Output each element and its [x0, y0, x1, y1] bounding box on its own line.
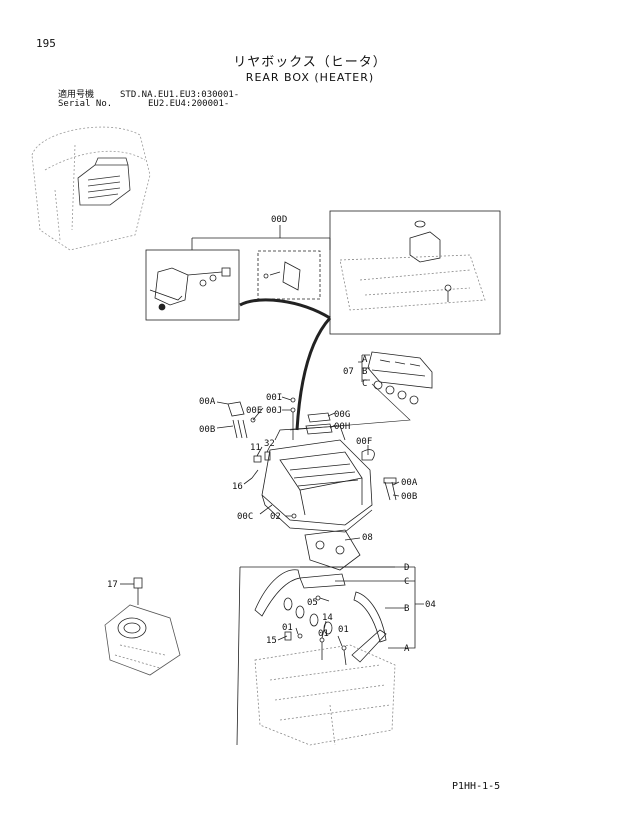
lower-frame-reference: [254, 644, 396, 746]
serial-label-en: Serial No.: [58, 99, 113, 109]
callout-08: 08: [362, 533, 373, 543]
bracket-detail-left: [149, 267, 231, 311]
callout-01-c: 01: [338, 625, 349, 635]
part-02: [291, 513, 297, 519]
part-00F: [361, 449, 375, 461]
detail-box-left: [145, 249, 240, 321]
callout-00B-right: 00B: [401, 492, 417, 502]
component-17-illustration: [104, 577, 181, 676]
callout-11: 11: [250, 443, 261, 453]
duct-04D: [254, 569, 301, 617]
parts-11-32-16: [251, 451, 271, 479]
rear-box-main: [261, 425, 373, 533]
callout-00I: 00I: [266, 393, 282, 403]
callout-02: 02: [270, 512, 281, 522]
callout-04: 04: [425, 600, 436, 610]
leader-00D: [191, 225, 331, 250]
detail-box-center: [257, 250, 321, 300]
clip-detail-center: [263, 261, 301, 291]
bracket-08: [304, 529, 361, 571]
serial-value-1: STD.NA.EU1.EU3:030001-: [120, 90, 240, 100]
clamps-01-05-14-15: [283, 595, 347, 666]
callout-00E: 00E: [246, 406, 262, 416]
callout-00J: 00J: [266, 406, 282, 416]
detail-box-right: [329, 210, 501, 335]
title-english: REAR BOX (HEATER): [245, 71, 375, 84]
callout-leaders: [216, 396, 400, 647]
callout-00D: 00D: [271, 215, 287, 225]
callout-07A: A: [362, 355, 368, 365]
callout-00A-right: 00A: [401, 478, 418, 488]
leader-07: [358, 354, 370, 382]
title-japanese: リヤボックス（ヒータ）: [233, 55, 387, 70]
serial-value-2: EU2.EU4:200001-: [148, 99, 230, 109]
callout-04C: C: [404, 577, 409, 587]
harness-lower: [295, 316, 332, 431]
serial-label-jp: 適用号機: [58, 90, 95, 100]
callout-01-a: 01: [282, 623, 293, 633]
callout-07: 07: [343, 367, 354, 377]
parts-00I-00J: [290, 397, 296, 440]
callout-00A-left: 00A: [199, 397, 216, 407]
bracket-detail-right: [339, 220, 486, 311]
callout-00H: 00H: [334, 422, 350, 432]
callout-01-b: 01: [318, 629, 329, 639]
machine-rearbox-highlight: [77, 157, 131, 206]
parts-00G-00H: [305, 412, 333, 435]
callout-05: 05: [307, 598, 318, 608]
callout-17: 17: [107, 580, 118, 590]
page-reference: P1HH-1-5: [452, 781, 501, 792]
duct-04B: [353, 591, 387, 643]
control-panel-07: [367, 351, 433, 405]
duct-04C: [299, 573, 346, 589]
callout-04B: B: [404, 604, 409, 614]
page-number: 195: [36, 37, 56, 50]
callout-04D: D: [404, 563, 409, 573]
callout-15: 15: [266, 636, 277, 646]
callout-04A: A: [404, 644, 410, 654]
callout-00F: 00F: [356, 437, 372, 447]
leader-04: [300, 566, 424, 649]
callout-07B: B: [362, 367, 367, 377]
leader-lower-frame: [236, 566, 395, 746]
callout-00B-left: 00B: [199, 425, 215, 435]
callout-32: 32: [264, 439, 275, 449]
machine-overview-illustration: [31, 126, 151, 251]
callout-00C: 00C: [237, 512, 253, 522]
parts-00A-00B-left: [227, 401, 256, 439]
callout-14: 14: [322, 613, 333, 623]
callout-07C: C: [362, 379, 367, 389]
harness-upper: [239, 298, 331, 320]
parts-00A-00B-right: [383, 477, 397, 501]
duct-04A: [351, 629, 387, 663]
callout-16: 16: [232, 482, 243, 492]
callout-00G: 00G: [334, 410, 350, 420]
